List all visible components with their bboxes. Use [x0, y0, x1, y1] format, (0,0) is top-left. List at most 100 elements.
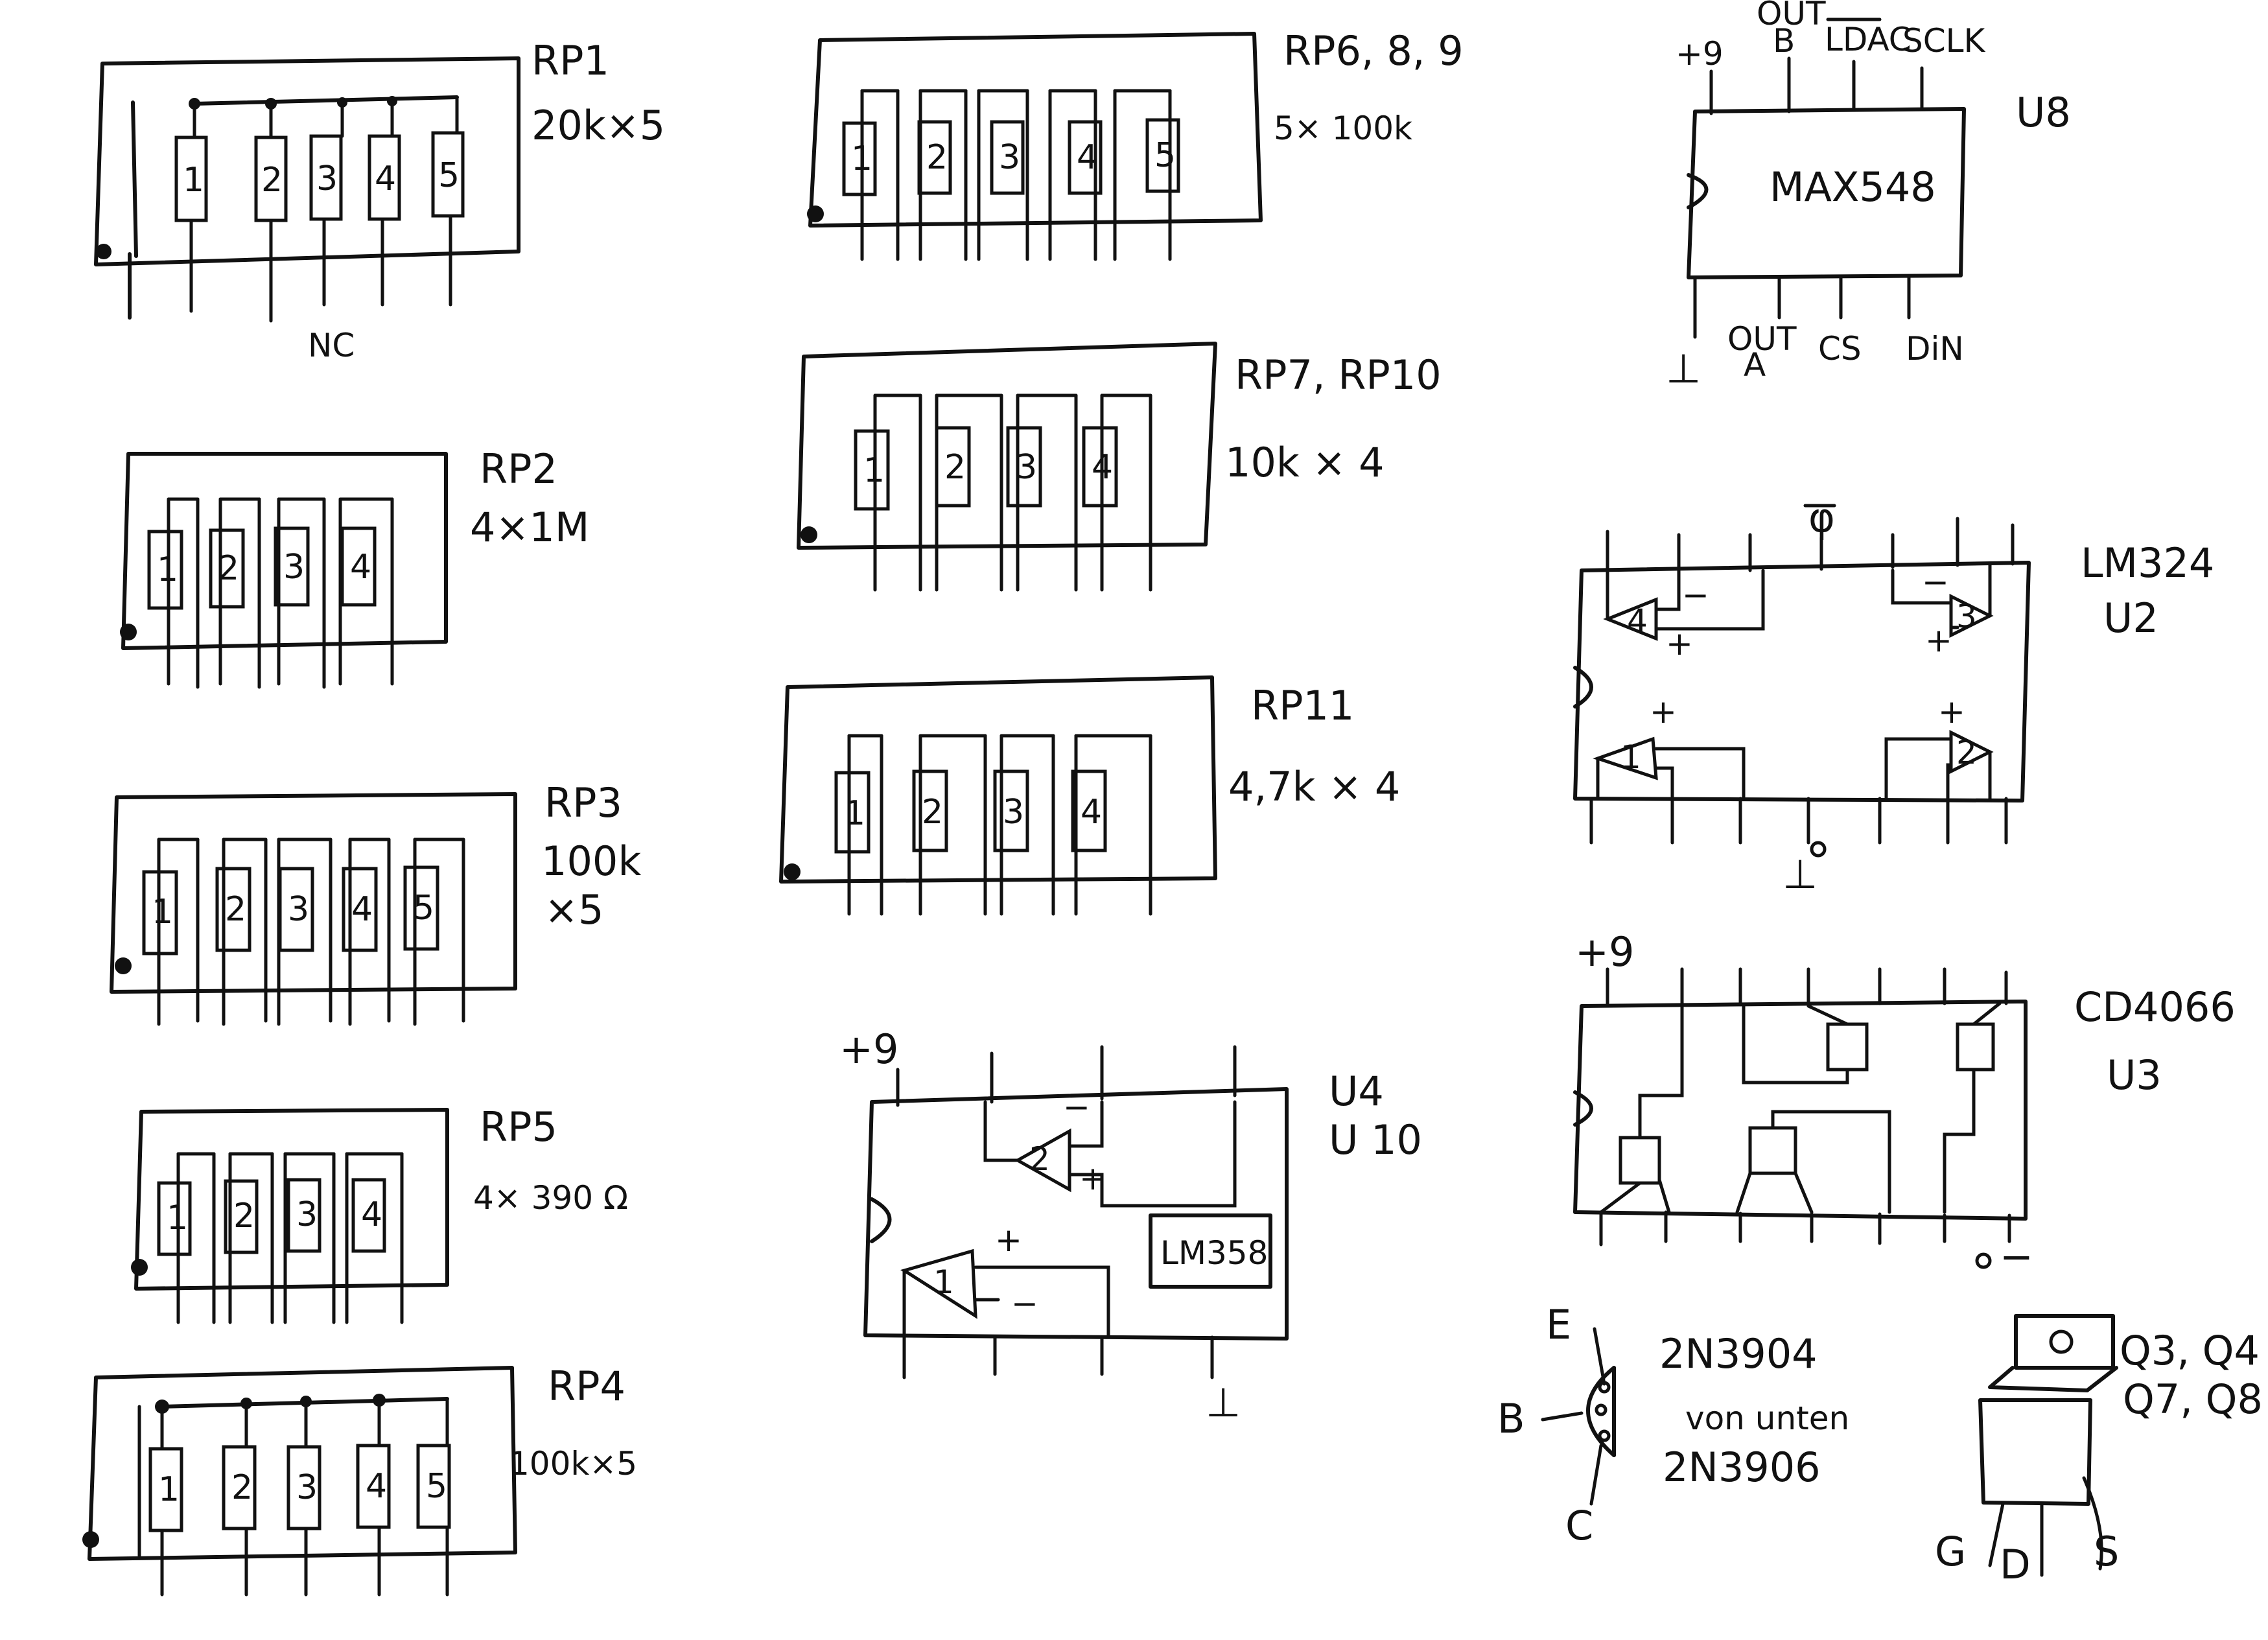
rp3-label-5: 5 [413, 889, 434, 928]
u8-sclk: SCLK [1902, 22, 1986, 60]
u2-amp3-minus: − [1922, 563, 1949, 601]
u4-part: LM358 [1160, 1234, 1268, 1272]
rp1-pack: 1 2 3 4 5 NC RP1 20k×5 [94, 37, 665, 364]
rp6-label-3: 3 [999, 138, 1020, 177]
rp4-label-3: 3 [296, 1468, 318, 1507]
rp3-label-1: 1 [152, 893, 173, 931]
rp7-value: 10k × 4 [1225, 439, 1385, 486]
rp7-pack: 1 2 3 4 RP7, RP10 10k × 4 [797, 342, 1442, 592]
rp3-label-2: 2 [225, 890, 246, 929]
rp4-label-5: 5 [426, 1467, 447, 1506]
u2-amp4-number: 4 [1627, 602, 1648, 640]
transistor-type-npn: 2N3904 [1659, 1330, 1818, 1377]
u3-vplus: +9 [1575, 928, 1634, 976]
u2-name-2: U2 [2103, 594, 2158, 642]
u8-name: U8 [2016, 89, 2071, 136]
u4-amp1-number: 1 [933, 1263, 954, 1301]
u3-name-2: U3 [2107, 1051, 2162, 1099]
u4-vplus: +9 [839, 1025, 898, 1073]
rp7-name: RP7, RP10 [1235, 351, 1442, 399]
mosfet-pinout: G D S Q3, Q4 Q7, Q8 [1935, 1314, 2263, 1588]
rp6-label-2: 2 [926, 138, 948, 177]
mosfet-source: S [2094, 1528, 2119, 1575]
u4-amp1-minus: − [1011, 1285, 1038, 1322]
rp6-label-5: 5 [1154, 136, 1176, 175]
rp5-label-2: 2 [233, 1197, 255, 1236]
rp5-label-4: 4 [361, 1195, 382, 1234]
u4-amp2-number: 2 [1029, 1140, 1050, 1178]
u3-cd4066: +9 − CD4066 U3 [1573, 928, 2236, 1280]
rp5-value: 4× 390 Ω [473, 1179, 628, 1217]
rp4-pack: 1 2 3 4 5 RP4 100k×5 [82, 1363, 637, 1597]
u8-gnd: ⊥ [1666, 345, 1701, 392]
rp11-value: 4,7k × 4 [1228, 763, 1400, 810]
rp2-label-4: 4 [350, 548, 371, 587]
rp2-label-1: 1 [157, 550, 178, 589]
transistor-collector: C [1565, 1502, 1593, 1549]
u8-out-b-suffix: B [1773, 22, 1795, 60]
rp6-pack: 1 2 3 4 5 RP6, 8, 9 5× 100k [807, 27, 1464, 261]
rp1-label-5: 5 [438, 156, 460, 195]
rp3-label-3: 3 [288, 890, 309, 929]
rp4-name: RP4 [548, 1363, 625, 1410]
u4-amp2-minus: − [1063, 1088, 1090, 1126]
u2-lm324: 4 − + 3 − + 1 + 2 + φ ⊥ LM324 U2 [1573, 494, 2214, 898]
transistor-type-pnp: 2N3906 [1663, 1444, 1821, 1491]
u8-cs: CS [1818, 330, 1862, 368]
u8-max548: MAX548 U8 +9 OUT B LDAC SCLK ⊥ OUT A CS … [1666, 0, 2071, 392]
rp11-label-4: 4 [1081, 793, 1102, 832]
u8-part: MAX548 [1770, 163, 1936, 211]
u8-ldac: LDAC [1825, 21, 1911, 58]
rp3-value-1: 100k [541, 838, 641, 885]
rp1-label-4: 4 [375, 159, 396, 198]
u4-name-1: U4 [1329, 1068, 1384, 1115]
mosfet-refs-1: Q3, Q4 [2120, 1327, 2260, 1374]
rp3-value-2: ×5 [544, 886, 603, 933]
rp11-pack: 1 2 3 4 RP11 4,7k × 4 [779, 675, 1400, 916]
mosfet-gate: G [1935, 1528, 1966, 1575]
u2-amp3-number: 3 [1956, 598, 1977, 635]
u3-vminus: − [2000, 1233, 2033, 1280]
u2-amp4-minus: − [1682, 576, 1709, 614]
u8-out-a-suffix: A [1744, 346, 1766, 384]
rp1-label-3: 3 [316, 159, 338, 198]
u2-amp2-number: 2 [1956, 734, 1977, 771]
mosfet-drain: D [2000, 1541, 2031, 1588]
rp1-label-2: 2 [261, 161, 283, 200]
rp2-name: RP2 [480, 445, 557, 493]
u4-amp1-plus: + [995, 1221, 1022, 1259]
rp4-value: 100k×5 [509, 1445, 637, 1482]
rp5-label-1: 1 [167, 1199, 188, 1237]
transistor-pinout: E B C 2N3904 von unten 2N3906 [1497, 1301, 1849, 1549]
rp1-label-1: 1 [183, 161, 204, 200]
rp7-label-2: 2 [944, 448, 966, 487]
u2-amp2-plus: + [1938, 693, 1965, 731]
rp1-value: 20k×5 [532, 102, 665, 149]
u2-amp4-plus: + [1666, 625, 1693, 662]
u8-out-b: OUT [1757, 0, 1826, 32]
rp3-name: RP3 [544, 779, 622, 826]
rp3-pack: 1 2 3 4 5 RP3 100k ×5 [110, 779, 641, 1026]
u4-name-2: U 10 [1329, 1116, 1422, 1164]
rp5-pack: 1 2 3 4 RP5 4× 390 Ω [131, 1103, 628, 1324]
transistor-view-note: von unten [1685, 1400, 1849, 1437]
rp2-label-2: 2 [218, 549, 239, 588]
rp6-name: RP6, 8, 9 [1283, 27, 1464, 75]
u4-lm358: 2 − + 1 + − LM358 +9 ⊥ U4 U 10 [839, 1025, 1422, 1426]
transistor-emitter: E [1546, 1301, 1571, 1348]
rp3-label-4: 4 [351, 890, 373, 929]
u2-name-1: LM324 [2081, 539, 2214, 587]
u3-name-1: CD4066 [2074, 983, 2236, 1031]
rp11-label-3: 3 [1003, 793, 1024, 832]
rp7-label-1: 1 [863, 451, 885, 490]
u4-amp2-plus: + [1079, 1160, 1106, 1197]
u4-gnd: ⊥ [1206, 1379, 1241, 1426]
u2-top-pin: φ [1808, 494, 1835, 541]
u2-bottom-pin: ⊥ [1783, 850, 1818, 898]
rp5-name: RP5 [480, 1103, 557, 1151]
u8-out-a: OUT [1727, 320, 1797, 358]
rp5-label-3: 3 [296, 1195, 318, 1234]
rp11-label-2: 2 [922, 793, 943, 832]
rp2-label-3: 3 [283, 548, 305, 587]
